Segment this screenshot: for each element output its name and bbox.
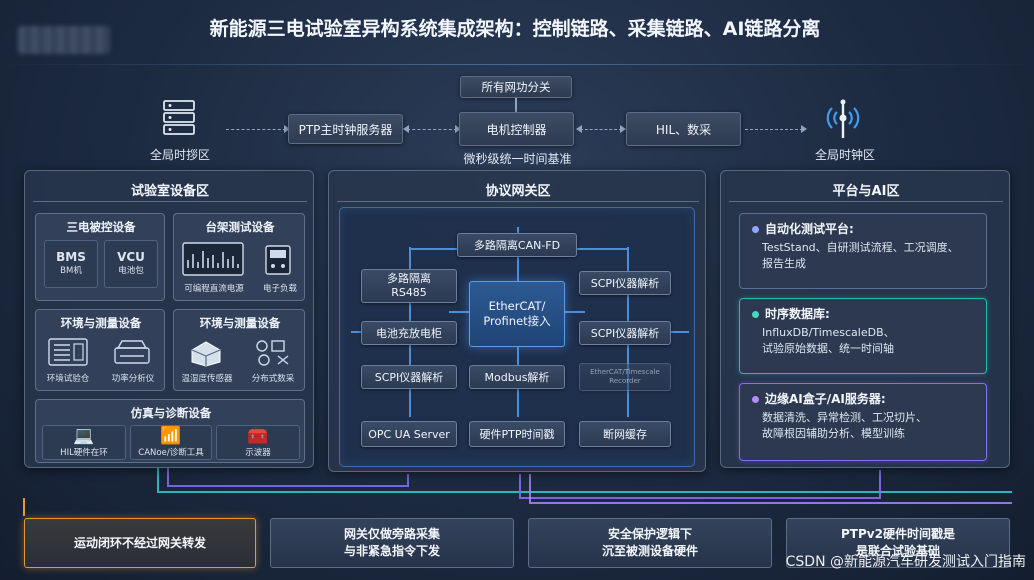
scpi-node-top: SCPI仪器解析 (579, 271, 671, 295)
watermark: CSDN @新能源汽车研发测试入门指南 (785, 554, 1026, 570)
bench-test-group: 台架测试设备 可编程直流电源 电子负载 (173, 213, 305, 301)
arrow-connector (226, 125, 290, 133)
bms-device: BMS BM机 (44, 240, 98, 288)
daq-icon (254, 338, 294, 368)
device-label: CANoe/诊断工具 (138, 448, 204, 458)
protocol-gateway-panel: 协议网关区 多路隔离CAN-FD 多路隔离 RS485 SCPI仪器解析 电池充… (328, 170, 706, 472)
rs485-node: 多路隔离 RS485 (361, 269, 457, 303)
lab-equipment-panel: 试验室设备区 三电被控设备 BMS BM机 VCU 电池包 台架测试设备 可编程… (24, 170, 314, 468)
platform-ai-panel: 平台与AI区 自动化测试平台: TestStand、自研测试流程、工况调度、 报… (720, 170, 1010, 468)
gateway-panel-title: 协议网关区 (485, 184, 551, 199)
platform-card-edge-ai: 边缘AI盒子/AI服务器: 数据清洗、异常检测、工况切片、 故障根因辅助分析、模… (739, 383, 987, 461)
device-sub: 电池包 (118, 266, 144, 276)
faded-recorder-node: EtherCAT/Timescale Recorder (579, 363, 671, 391)
hil-device: 💻 HIL硬件在环 (42, 425, 126, 460)
ptp-server-node: PTP主时钟服务器 (288, 114, 403, 144)
bullet-icon (752, 396, 759, 403)
device-name: VCU (117, 250, 145, 264)
principle-box-2: 网关仅做旁路采集 与非紧急指令下发 (270, 518, 514, 568)
env-measure-group-1: 环境与测量设备 环境试验仓 功率分析仪 (35, 309, 165, 391)
device-label: 功率分析仪 (111, 374, 155, 384)
page-title: 新能源三电试验室异构系统集成架构：控制链路、采集链路、AI链路分离 (209, 18, 821, 40)
offline-cache-node: 断网缓存 (579, 421, 671, 447)
right-zone-label: 全局时钟区 (814, 148, 875, 162)
chamber-icon (48, 338, 88, 366)
three-electric-group: 三电被控设备 BMS BM机 VCU 电池包 (35, 213, 165, 301)
group-title: 环境与测量设备 (199, 316, 281, 330)
motor-controller-node: 电机控制器 (459, 112, 574, 146)
divider (337, 201, 699, 202)
device-label: 电子负载 (262, 284, 297, 294)
card-body: 数据清洗、异常检测、工况切片、 故障根因辅助分析、模型训练 (762, 411, 927, 440)
left-zone-label: 全局时拶区 (149, 148, 210, 162)
battery-cabinet-node: 电池充放电柜 (361, 321, 457, 345)
scpi-node-mid: SCPI仪器解析 (579, 321, 671, 345)
load-icon (264, 244, 292, 276)
card-heading: 自动化测试平台: (765, 222, 854, 236)
gateway-split-node: 所有网功分关 (460, 76, 572, 98)
device-label: 环境试验仓 (46, 374, 90, 384)
canoe-device: 📶 CANoe/诊断工具 (130, 425, 212, 460)
server-icon (162, 98, 196, 138)
bus-line (565, 311, 585, 313)
device-sub: BM机 (60, 266, 82, 276)
lab-panel-title: 试验室设备区 (130, 184, 209, 199)
oscilloscope-icon (182, 242, 244, 276)
scope-icon: 🧰 (247, 426, 269, 446)
antenna-icon (818, 96, 868, 140)
title-divider (0, 64, 1034, 65)
arrow-connector (745, 125, 807, 133)
card-body: TestStand、自研测试流程、工况调度、 报告生成 (762, 241, 959, 270)
divider (729, 201, 1003, 202)
scope-device: 🧰 示波器 (216, 425, 300, 460)
device-label: HIL硬件在环 (60, 448, 108, 458)
analyzer-icon (112, 338, 152, 366)
modbus-node: Modbus解析 (469, 365, 565, 389)
vcu-device: VCU 电池包 (104, 240, 158, 288)
blurred-logo (18, 26, 110, 54)
group-title: 三电被控设备 (66, 220, 136, 234)
divider (33, 201, 307, 202)
device-name: BMS (56, 250, 86, 264)
device-label: 示波器 (245, 448, 271, 458)
device-label: 可编程直流电源 (184, 284, 244, 294)
principle-box-1: 运动闭环不经过网关转发 (24, 518, 256, 568)
bullet-icon (752, 226, 759, 233)
bus-line (449, 311, 469, 313)
sim-diag-group: 仿真与诊断设备 💻 HIL硬件在环 📶 CANoe/诊断工具 🧰 示波器 (35, 399, 305, 463)
bullet-icon (752, 311, 759, 318)
arrow-connector (403, 125, 461, 133)
group-title: 仿真与诊断设备 (130, 406, 212, 420)
hw-ptp-node: 硬件PTP时间戳 (469, 421, 565, 447)
env-measure-group-2: 环境与测量设备 温湿度传感器 分布式数采 (173, 309, 305, 391)
principle-box-4: PTPv2硬件时间戳是 是联合试验基础 (786, 518, 1010, 568)
card-body: InfluxDB/TimescaleDB、 试验原始数据、统一时间轴 (762, 326, 895, 355)
arrow-connector (576, 125, 626, 133)
sensor-icon (188, 338, 224, 368)
card-heading: 边缘AI盒子/AI服务器: (765, 392, 886, 406)
device-label: 分布式数采 (251, 374, 295, 384)
group-title: 环境与测量设备 (60, 316, 142, 330)
platform-panel-title: 平台与AI区 (832, 184, 900, 199)
opc-ua-node: OPC UA Server (361, 421, 457, 447)
wifi-icon: 📶 (160, 426, 182, 446)
sync-caption: 微秒级统一时间基准 (463, 152, 572, 166)
hil-daq-node: HIL、数采 (626, 112, 741, 146)
device-label: 温湿度传感器 (181, 374, 233, 384)
ethercat-profinet-node: EtherCAT/ Profinet接入 (469, 281, 565, 347)
connector-line (515, 98, 517, 112)
laptop-icon: 💻 (73, 426, 95, 446)
bus-line (667, 331, 689, 333)
principle-box-3: 安全保护逻辑下 沉至被测设备硬件 (528, 518, 772, 568)
can-fd-node: 多路隔离CAN-FD (457, 233, 577, 257)
card-heading: 时序数据库: (765, 307, 830, 321)
platform-card-tsdb: 时序数据库: InfluxDB/TimescaleDB、 试验原始数据、统一时间… (739, 298, 987, 374)
platform-card-auto-test: 自动化测试平台: TestStand、自研测试流程、工况调度、 报告生成 (739, 213, 987, 289)
scpi-node-left: SCPI仪器解析 (361, 365, 457, 389)
group-title: 台架测试设备 (205, 220, 275, 234)
